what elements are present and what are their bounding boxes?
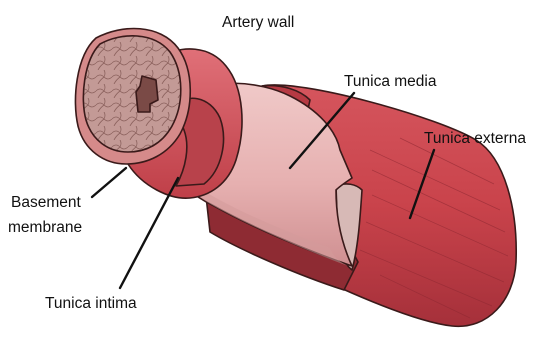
label-tunica-media: Tunica media [344,73,437,90]
artery-cut-face [75,29,190,164]
label-basement-line2: membrane [8,219,82,236]
label-tunica-intima: Tunica intima [45,295,137,312]
label-basement-line1: Basement [11,194,81,211]
leader-tunica-intima [120,178,178,288]
leader-basement-membrane [92,168,126,197]
label-artery-wall: Artery wall [222,14,294,31]
label-tunica-externa: Tunica externa [424,130,526,147]
